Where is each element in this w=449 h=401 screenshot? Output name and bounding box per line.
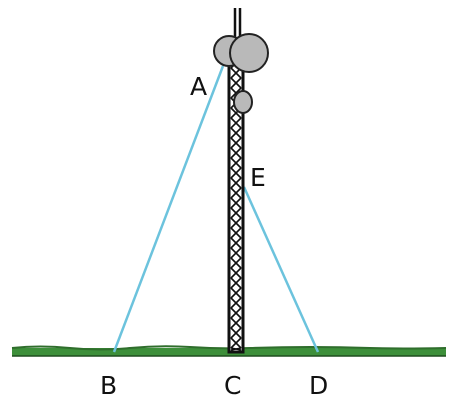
tower-brace bbox=[230, 257, 242, 269]
tower-brace bbox=[230, 227, 242, 239]
antenna-dishes bbox=[213, 33, 269, 114]
guy-wire-e-to-d bbox=[242, 186, 320, 353]
tower-brace bbox=[230, 217, 242, 229]
tower-brace bbox=[230, 87, 242, 99]
tower-brace bbox=[230, 317, 242, 329]
label-b: B bbox=[100, 371, 117, 400]
tower-brace bbox=[230, 287, 242, 299]
guy-wire-a-to-b bbox=[112, 65, 225, 353]
label-d: D bbox=[309, 371, 328, 400]
tower-brace bbox=[230, 207, 242, 219]
tower-brace bbox=[230, 187, 242, 199]
tower-brace bbox=[230, 277, 242, 289]
tower-brace bbox=[230, 117, 242, 129]
lattice-tower bbox=[227, 54, 245, 354]
tower-brace bbox=[230, 177, 242, 189]
tower-brace bbox=[230, 267, 242, 279]
tower-brace bbox=[230, 297, 242, 309]
tower-brace bbox=[230, 167, 242, 179]
label-c: C bbox=[224, 371, 241, 400]
tower-brace bbox=[230, 137, 242, 149]
tower-brace bbox=[230, 337, 242, 349]
label-e: E bbox=[250, 163, 266, 192]
label-a: A bbox=[190, 72, 207, 101]
tower-brace bbox=[230, 247, 242, 259]
tower-brace bbox=[230, 157, 242, 169]
tower-brace bbox=[230, 147, 242, 159]
tower-brace bbox=[230, 237, 242, 249]
tower-brace bbox=[230, 347, 242, 351]
tower-brace bbox=[230, 127, 242, 139]
tower-brace bbox=[230, 197, 242, 209]
tower-brace bbox=[230, 307, 242, 319]
tower-brace bbox=[230, 327, 242, 339]
tower-brace bbox=[230, 77, 242, 89]
